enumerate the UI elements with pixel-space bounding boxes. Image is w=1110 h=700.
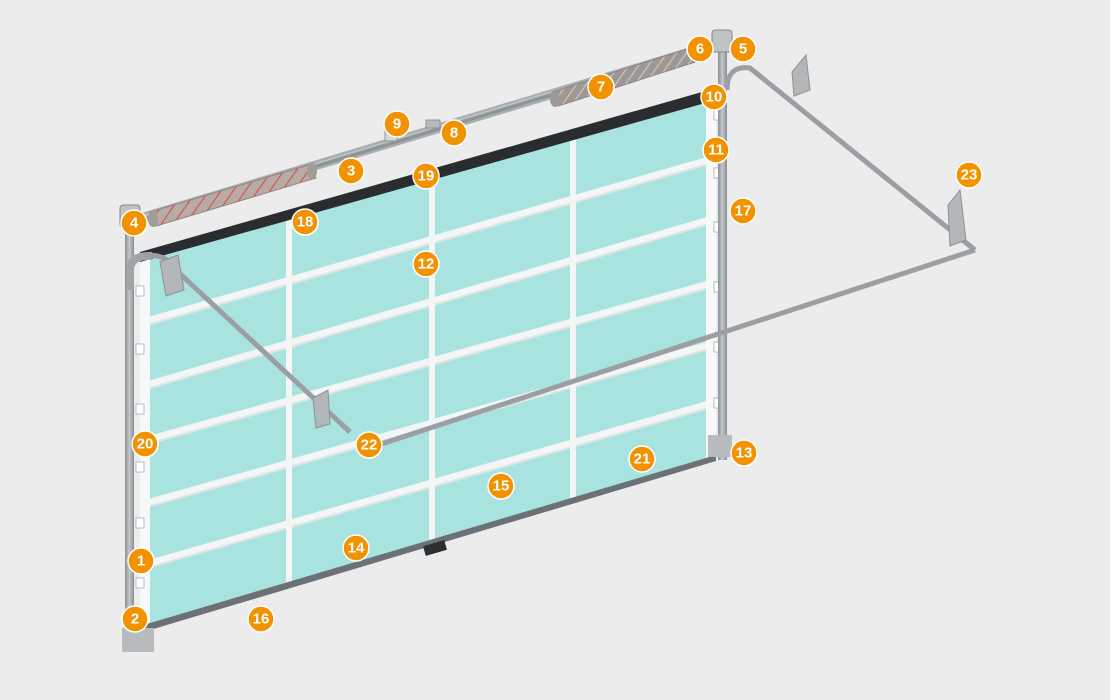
marker-1[interactable]: 1 [127, 547, 155, 575]
marker-15[interactable]: 15 [487, 472, 515, 500]
svg-text:2: 2 [131, 611, 139, 628]
marker-19[interactable]: 19 [412, 162, 440, 190]
marker-3[interactable]: 3 [337, 157, 365, 185]
door-handle [423, 540, 447, 556]
door-panel [135, 88, 723, 633]
marker-17[interactable]: 17 [729, 197, 757, 225]
marker-16[interactable]: 16 [247, 605, 275, 633]
svg-text:18: 18 [297, 214, 314, 231]
marker-21[interactable]: 21 [628, 445, 656, 473]
bottom-bracket-right [708, 435, 732, 457]
marker-5[interactable]: 5 [729, 35, 757, 63]
marker-13[interactable]: 13 [730, 439, 758, 467]
part-markers: 1 2 3 4 5 6 7 8 9 10 11 12 13 14 15 16 1… [120, 35, 983, 633]
torsion-spring-left [148, 163, 317, 227]
svg-text:20: 20 [137, 436, 154, 453]
svg-text:7: 7 [597, 79, 605, 96]
marker-10[interactable]: 10 [700, 83, 728, 111]
svg-text:14: 14 [348, 540, 365, 557]
svg-text:10: 10 [706, 89, 723, 106]
svg-text:11: 11 [708, 142, 724, 159]
marker-11[interactable]: 11 [702, 136, 730, 164]
marker-20[interactable]: 20 [131, 430, 159, 458]
svg-text:17: 17 [735, 203, 752, 220]
shaft-coupling [425, 119, 441, 129]
svg-text:1: 1 [137, 553, 145, 570]
marker-6[interactable]: 6 [686, 35, 714, 63]
marker-22[interactable]: 22 [355, 431, 383, 459]
svg-text:12: 12 [418, 256, 435, 273]
svg-text:5: 5 [739, 41, 747, 58]
marker-14[interactable]: 14 [342, 534, 370, 562]
marker-9[interactable]: 9 [383, 110, 411, 138]
svg-text:21: 21 [634, 451, 651, 468]
svg-text:13: 13 [736, 445, 753, 462]
glazing-bars [286, 136, 576, 585]
svg-text:8: 8 [450, 125, 458, 142]
svg-text:16: 16 [253, 611, 270, 628]
section-rails [139, 154, 717, 570]
svg-text:9: 9 [393, 116, 401, 133]
marker-23[interactable]: 23 [955, 161, 983, 189]
track-hangers [159, 53, 967, 429]
svg-text:22: 22 [361, 437, 378, 454]
marker-4[interactable]: 4 [120, 209, 148, 237]
marker-2[interactable]: 2 [121, 605, 149, 633]
svg-text:6: 6 [696, 41, 704, 58]
svg-text:15: 15 [493, 478, 510, 495]
marker-8[interactable]: 8 [440, 119, 468, 147]
cable-drum-right [711, 29, 733, 53]
marker-12[interactable]: 12 [412, 250, 440, 278]
svg-text:4: 4 [130, 215, 139, 232]
marker-7[interactable]: 7 [587, 73, 615, 101]
svg-text:23: 23 [961, 167, 978, 184]
marker-18[interactable]: 18 [291, 208, 319, 236]
svg-text:19: 19 [418, 168, 435, 185]
svg-text:3: 3 [347, 163, 355, 180]
